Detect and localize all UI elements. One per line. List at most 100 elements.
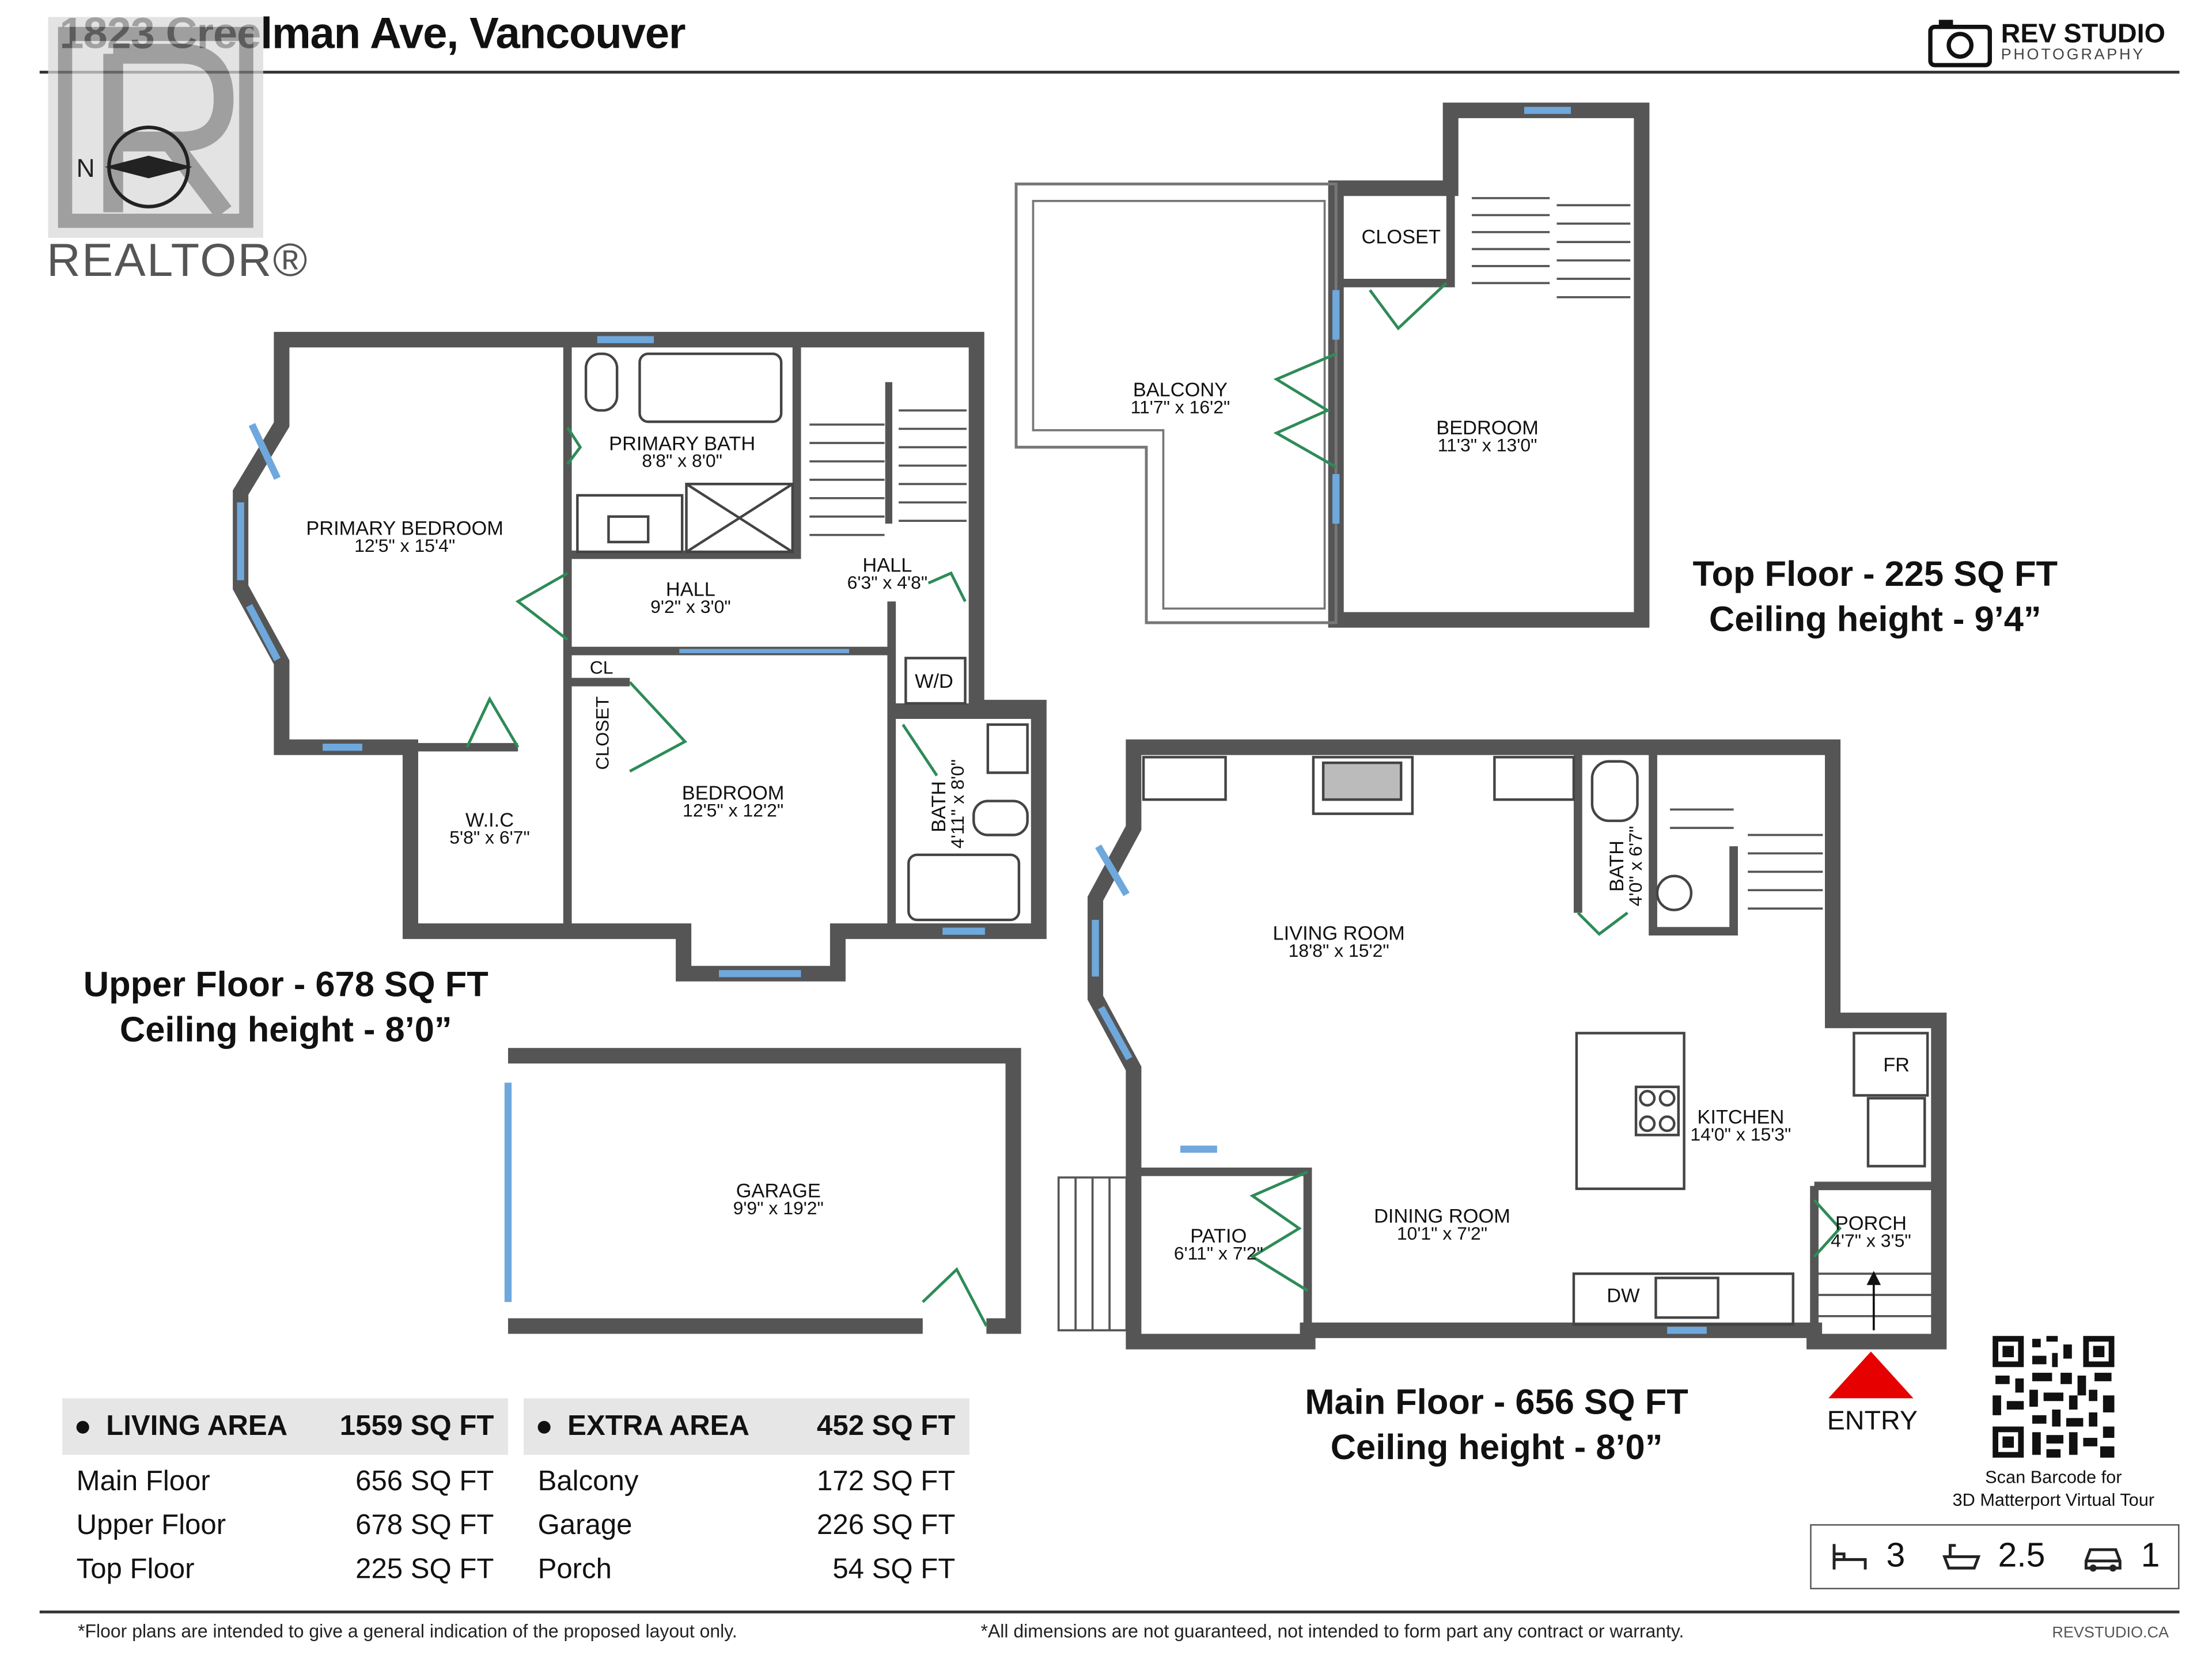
- camera-icon: [1928, 20, 1992, 67]
- room-name-wic: W.I.C: [465, 809, 514, 831]
- room-name-hall-2: HALL: [862, 555, 912, 577]
- upper-floor-interior: [410, 339, 1039, 931]
- label-closet-upper: CLOSET: [592, 696, 612, 770]
- room-name-kitchen: KITCHEN: [1697, 1107, 1784, 1128]
- parking-count: 1: [2141, 1537, 2160, 1575]
- upper-floor-area: Upper Floor - 678 SQ FT: [83, 965, 488, 1005]
- room-dims-primary-bath: 8'8" x 8'0": [642, 450, 722, 471]
- bathroom-count: 2.5: [1998, 1537, 2046, 1575]
- main-floor-ceiling: Ceiling height - 8’0”: [1330, 1427, 1663, 1468]
- footer-rule: [39, 1610, 2180, 1613]
- rev-studio-logo: REV STUDIO PHOTOGRAPHY: [1927, 17, 2165, 67]
- bullet-icon: [537, 1420, 551, 1434]
- brand-sub: PHOTOGRAPHY: [2001, 46, 2145, 63]
- room-dims-hall-1: 9'2" x 3'0": [650, 596, 731, 617]
- compass-letter: N: [77, 154, 95, 183]
- label-fr: FR: [1883, 1054, 1910, 1076]
- footer-disclaimer-middle: *All dimensions are not guaranteed, not …: [980, 1620, 1684, 1642]
- main-floor-label: Main Floor - 656 SQ FT Ceiling height - …: [1288, 1380, 1706, 1470]
- room-name-balcony: BALCONY: [1133, 379, 1228, 401]
- room-name-bath-upper: BATH: [928, 781, 950, 832]
- room-dims-balcony: 11'7" x 16'2": [1131, 396, 1230, 417]
- bullet-icon: [76, 1420, 89, 1434]
- living-area-header: LIVING AREA 1559 SQ FT: [62, 1398, 508, 1455]
- room-name-bath-main: BATH: [1606, 840, 1628, 892]
- extra-area-total: 452 SQ FT: [817, 1410, 956, 1442]
- room-dims-bedroom-top: 11'3" x 13'0": [1438, 435, 1537, 456]
- qr-caption: Scan Barcode for 3D Matterport Virtual T…: [1919, 1466, 2188, 1512]
- room-dims-bath-upper: 4'11" x 8'0": [947, 759, 968, 849]
- room-name-porch: PORCH: [1835, 1213, 1907, 1234]
- entry-arrow-icon: [1828, 1351, 1914, 1399]
- top-floor-closet: [1336, 188, 1455, 287]
- room-dims-garage: 9'9" x 19'2": [733, 1198, 824, 1218]
- realtor-logo-icon: [48, 17, 263, 238]
- living-area-total: 1559 SQ FT: [339, 1410, 494, 1442]
- compass-icon: N: [77, 126, 193, 209]
- room-name-bedroom-upper: BEDROOM: [682, 782, 785, 804]
- door-swings: [465, 282, 1842, 1327]
- room-name-patio: PATIO: [1190, 1225, 1247, 1247]
- room-dims-bath-main: 4'0" x 6'7": [1625, 826, 1646, 907]
- extra-area-title: EXTRA AREA: [567, 1410, 749, 1442]
- room-dims-hall-2: 6'3" x 4'8": [847, 572, 928, 593]
- label-wd: W/D: [915, 671, 953, 692]
- living-area-title: LIVING AREA: [106, 1410, 288, 1442]
- fixtures: [576, 352, 1929, 1326]
- room-name-primary-bedroom: PRIMARY BEDROOM: [306, 518, 503, 540]
- footer-disclaimer-left: *Floor plans are intended to give a gene…: [78, 1620, 737, 1642]
- room-name-primary-bath: PRIMARY BATH: [609, 433, 755, 454]
- top-floor-walls: [1328, 103, 1650, 628]
- room-dims-dining: 10'1" x 7'2": [1397, 1223, 1487, 1244]
- room-dims-bedroom-upper: 12'5" x 12'2": [683, 800, 783, 821]
- label-entry: ENTRY: [1827, 1405, 1918, 1435]
- bedroom-count: 3: [1886, 1537, 1906, 1575]
- room-dims-wic: 5'8" x 6'7": [449, 827, 530, 847]
- room-name-garage: GARAGE: [736, 1180, 821, 1202]
- label-cl: CL: [590, 657, 613, 677]
- room-dims-patio: 6'11" x 7'2": [1174, 1243, 1263, 1264]
- room-name-hall-1: HALL: [666, 578, 715, 600]
- extra-area-header: EXTRA AREA 452 SQ FT: [524, 1398, 969, 1455]
- main-floor-interior: [1133, 747, 1932, 1342]
- bed-icon: [1832, 1544, 1867, 1570]
- header-rule: [39, 70, 2180, 74]
- room-name-dining: DINING ROOM: [1374, 1206, 1510, 1228]
- room-dims-kitchen: 14'0" x 15'3": [1690, 1124, 1791, 1145]
- main-floor-area: Main Floor - 656 SQ FT: [1305, 1382, 1688, 1423]
- room-name-bedroom-top: BEDROOM: [1436, 417, 1539, 439]
- property-summary-badge: 3 2.5 1: [1810, 1524, 2180, 1589]
- upper-floor-ceiling: Ceiling height - 8’0”: [119, 1010, 452, 1050]
- garage-walls: [507, 1048, 1021, 1334]
- qr-caption-line2: 3D Matterport Virtual Tour: [1952, 1490, 2155, 1510]
- room-name-living: LIVING ROOM: [1273, 922, 1405, 944]
- balcony-inner: [1032, 200, 1326, 610]
- brand-main: REV STUDIO: [2001, 19, 2165, 49]
- room-dims-primary-bedroom: 12'5" x 15'4": [354, 535, 455, 556]
- upper-floor-label: Upper Floor - 678 SQ FT Ceiling height -…: [74, 963, 498, 1053]
- room-dims-porch: 4'7" x 3'5": [1831, 1230, 1911, 1251]
- qr-caption-line1: Scan Barcode for: [1985, 1467, 2122, 1488]
- label-closet-top: CLOSET: [1361, 226, 1441, 248]
- label-dw: DW: [1607, 1285, 1640, 1306]
- bathtub-icon: [1942, 1544, 1980, 1570]
- top-floor-ceiling: Ceiling height - 9’4”: [1709, 600, 2041, 640]
- car-icon: [2084, 1548, 2122, 1572]
- windows: [237, 107, 1707, 1334]
- footer-website[interactable]: REVSTUDIO.CA: [2052, 1624, 2169, 1642]
- top-floor-area: Top Floor - 225 SQ FT: [1692, 555, 2058, 594]
- balcony-outline: [1014, 182, 1338, 624]
- top-floor-label: Top Floor - 225 SQ FT Ceiling height - 9…: [1670, 552, 2080, 642]
- qr-code-icon[interactable]: [1990, 1333, 2118, 1461]
- room-dims-living: 18'8" x 15'2": [1289, 940, 1389, 961]
